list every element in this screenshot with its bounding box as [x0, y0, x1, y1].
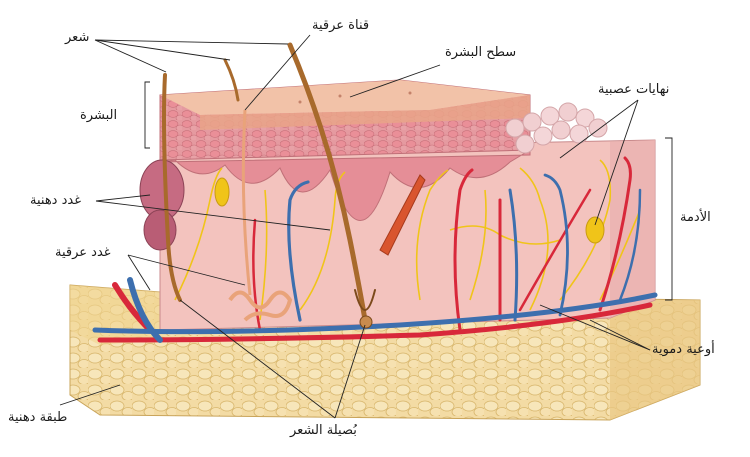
label-dermis: الأدمة [680, 210, 711, 225]
peeled-epidermis [505, 102, 608, 154]
sweat-gland [228, 109, 293, 322]
label-hair: شعر [65, 30, 90, 45]
label-fat-layer: طبقة دهنية [8, 410, 68, 425]
arteries [97, 156, 653, 343]
hairs [162, 42, 376, 323]
label-epidermis: البشرة [80, 108, 118, 123]
nerve-receptor-right [585, 216, 605, 244]
label-hair-follicle: بُصيلة الشعر [290, 423, 357, 438]
label-nerve-endings: نهايات عصبية [598, 82, 670, 97]
label-sweat-duct: قناة عرقية [312, 18, 370, 33]
hair-bulb [359, 315, 373, 329]
nerve-receptor-left [214, 177, 230, 207]
veins [92, 173, 658, 343]
label-sweat-glands: غدد عرقية [55, 245, 111, 260]
label-skin-surface: سطح البشرة [445, 45, 517, 60]
label-sebaceous-glands: غدد دهنية [30, 193, 82, 208]
arrector-pili-muscle [379, 174, 426, 256]
leader-lines [59, 34, 673, 419]
label-blood-vessels: أوعية دموية [652, 342, 715, 357]
